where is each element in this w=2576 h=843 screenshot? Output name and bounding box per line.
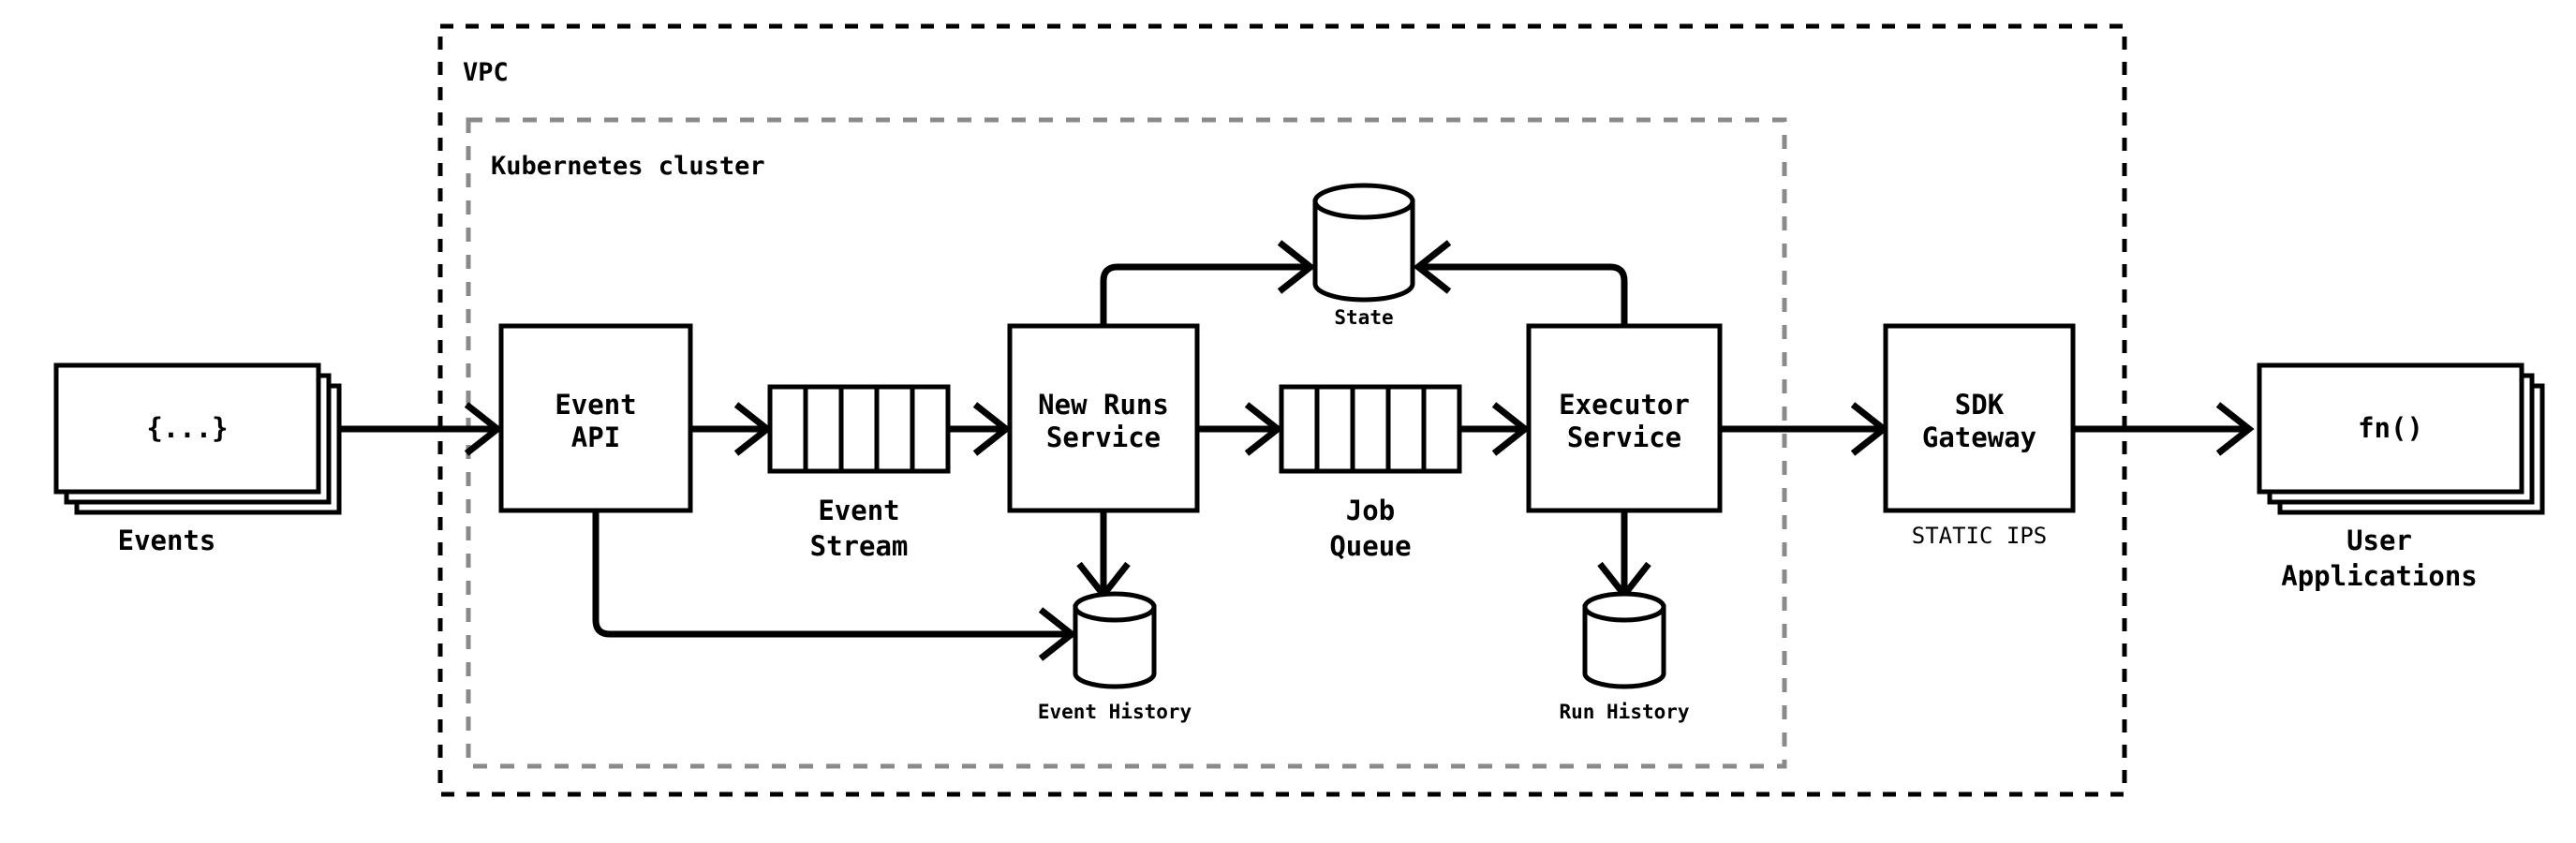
event-stream-queue[interactable]	[767, 384, 951, 474]
new-runs-service-label-line1: New Runs	[1038, 389, 1169, 421]
edge-events-to-event-api	[339, 402, 503, 456]
edge-new-runs-to-state	[1100, 240, 1316, 326]
event-api-label-line2: API	[570, 422, 621, 453]
user-applications-inner-label: fn()	[2358, 412, 2423, 444]
event-api-label-line1: Event	[555, 389, 637, 421]
user-applications-stack-icon	[2257, 362, 2545, 515]
edge-job-queue-to-executor	[1459, 402, 1531, 456]
state-cylinder[interactable]	[1312, 183, 1415, 303]
vpc-zone-label: VPC	[463, 58, 509, 87]
edge-event-stream-to-new-runs	[948, 402, 1012, 456]
event-stream-caption-line2: Stream	[809, 530, 909, 562]
edge-new-runs-to-job-queue	[1197, 402, 1283, 456]
events-inner-label: {...}	[146, 412, 229, 444]
executor-service-label-line1: Executor	[1559, 389, 1690, 421]
sdk-gateway-label-line1: SDK	[1954, 389, 2005, 421]
sdk-gateway-box[interactable]	[1883, 323, 2076, 513]
executor-service-box[interactable]	[1526, 323, 1723, 513]
edge-executor-to-sdk-gateway	[1720, 402, 1889, 456]
events-stack-icon	[53, 362, 342, 515]
new-runs-service-label-line2: Service	[1045, 422, 1162, 453]
edge-event-api-to-event-stream	[690, 402, 773, 456]
edge-executor-to-state	[1413, 240, 1628, 326]
kubernetes-cluster-boundary	[466, 117, 1787, 769]
vpc-boundary	[437, 23, 2127, 797]
event-history-cylinder[interactable]	[1073, 591, 1157, 689]
job-queue-caption-line1: Job	[1345, 495, 1396, 526]
event-api-box[interactable]	[498, 323, 693, 513]
edge-new-runs-to-event-history	[1076, 510, 1131, 600]
job-queue-caption-line2: Queue	[1329, 530, 1412, 562]
event-stream-caption-line1: Event	[818, 495, 900, 526]
events-caption: Events	[117, 525, 216, 556]
run-history-caption: Run History	[1559, 701, 1690, 723]
sdk-gateway-label-line2: Gateway	[1921, 422, 2037, 453]
state-caption: State	[1334, 306, 1394, 329]
static-ips-sublabel: STATIC IPS	[1911, 523, 2048, 549]
edge-event-api-to-event-history	[592, 510, 1077, 661]
job-queue[interactable]	[1279, 384, 1462, 474]
new-runs-service-box[interactable]	[1007, 323, 1200, 513]
kubernetes-cluster-zone-label: Kubernetes cluster	[491, 152, 765, 181]
event-history-caption: Event History	[1037, 701, 1192, 723]
edge-sdk-gateway-to-user-apps	[2073, 402, 2255, 456]
user-applications-caption-line2: Applications	[2281, 560, 2478, 592]
run-history-cylinder[interactable]	[1582, 591, 1666, 689]
user-applications-caption-line1: User	[2347, 525, 2412, 556]
edge-executor-to-run-history	[1597, 510, 1651, 600]
executor-service-label-line2: Service	[1566, 422, 1682, 453]
